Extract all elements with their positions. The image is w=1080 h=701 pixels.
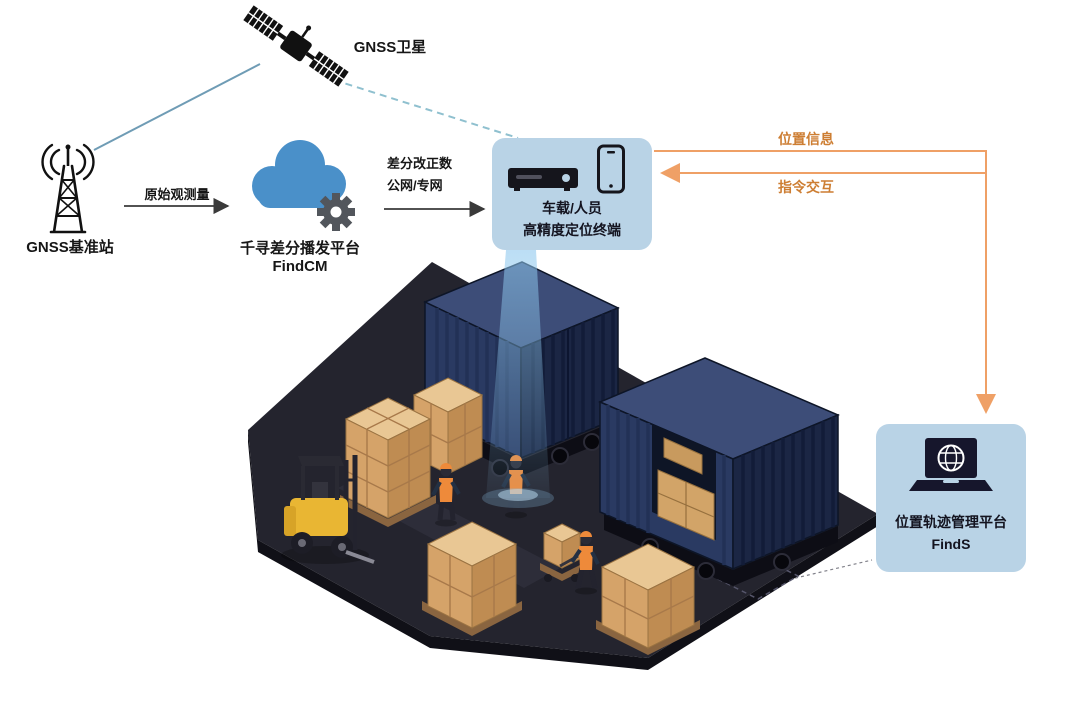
positioning-beam (482, 250, 554, 508)
worker-1 (431, 463, 461, 527)
terminal-label-line1: 车载/人员 (542, 200, 602, 216)
link-base-to-satellite (93, 63, 261, 151)
command-interaction-label: 指令交互 (778, 179, 834, 195)
position-info-label: 位置信息 (778, 131, 834, 147)
terminal-node: 车载/人员 高精度定位终端 (492, 138, 652, 250)
pallet-stack-center (422, 521, 522, 636)
cloud-label-line1: 千寻差分播发平台 (239, 240, 361, 257)
container-b (598, 357, 840, 586)
pallet-jack (540, 523, 584, 582)
base-station-label: GNSS基准站 (26, 239, 114, 256)
smartphone-icon (597, 144, 625, 194)
cloud-label-line2: FindCM (272, 258, 328, 275)
correction-label-line2: 公网/专网 (387, 178, 443, 193)
forklift-icon (281, 455, 375, 564)
satellite-label: GNSS卫星 (353, 39, 427, 56)
radio-tower-icon (41, 143, 95, 234)
finds-label-line1: 位置轨迹管理平台 (895, 514, 1007, 530)
arrow-position-info (654, 150, 996, 414)
cloud-gear-icon (252, 140, 355, 231)
finds-label-line2: FindS (931, 536, 971, 552)
raw-observation-label: 原始观测量 (144, 187, 210, 202)
laptop-globe-icon (909, 438, 993, 491)
warehouse-illustration (248, 250, 878, 670)
correction-label-line1: 差分改正数 (387, 156, 453, 171)
worker-3 (570, 531, 600, 595)
finds-node: 位置轨迹管理平台 FindS (876, 424, 1026, 572)
terminal-label-line2: 高精度定位终端 (523, 222, 621, 238)
pallet-stack-right (596, 543, 700, 655)
link-satellite-to-terminal (333, 79, 519, 139)
gear-icon (317, 193, 355, 231)
cloud-icon (252, 140, 346, 208)
satellite-icon (243, 5, 349, 87)
receiver-icon (508, 168, 578, 191)
